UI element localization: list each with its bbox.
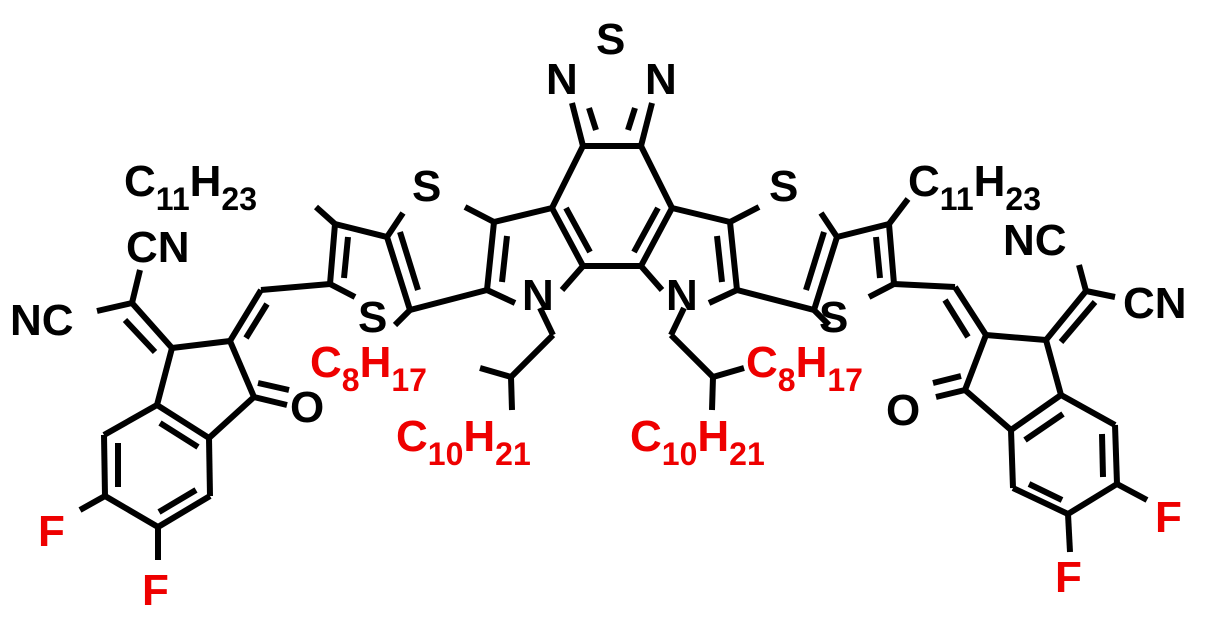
carbon-count: 11 <box>156 181 190 217</box>
hydrogen-count: 21 <box>495 436 531 472</box>
cyano-label-top-left: CN <box>126 223 190 272</box>
fluorine-right-1: F <box>1155 493 1182 542</box>
sulfur-outer-left: S <box>358 293 387 342</box>
hydrogen-symbol: H <box>974 157 1006 206</box>
carbonyl-oxygen-right: O <box>886 386 920 435</box>
hydrogen-symbol: H <box>190 157 222 206</box>
fluorine-left-2: F <box>142 566 169 615</box>
carbon-symbol: C <box>396 412 428 461</box>
sulfur-inner-right: S <box>769 162 798 211</box>
svg-text:C8H17: C8H17 <box>746 338 863 398</box>
pyrrole-nitrogen-right: N <box>666 271 698 320</box>
carbon-symbol: C <box>124 157 156 206</box>
thiadiazole-nitrogen-left: N <box>546 55 578 104</box>
pyrrole-nitrogen-left: N <box>522 271 554 320</box>
hydrogen-count: 23 <box>1005 181 1041 217</box>
carbon-symbol: C <box>908 157 940 206</box>
carbon-count: 10 <box>662 436 698 472</box>
carbonyl-oxygen-left: O <box>290 383 324 432</box>
carbon-count: 11 <box>940 181 974 217</box>
svg-text:C11H23: C11H23 <box>908 157 1041 217</box>
fluorine-right-2: F <box>1055 553 1082 602</box>
cyano-label-side-left: NC <box>10 296 74 345</box>
carbon-count: 10 <box>428 436 464 472</box>
sulfur-inner-left: S <box>412 162 441 211</box>
cyano-label-side-right: CN <box>1123 279 1187 328</box>
hydrogen-count: 23 <box>221 181 257 217</box>
alkyl-c8h17-right: C8H17 <box>746 338 863 398</box>
hydrogen-symbol: H <box>796 338 828 387</box>
thiadiazole-labels: S N N <box>546 15 677 104</box>
svg-text:C8H17: C8H17 <box>310 338 427 398</box>
hydrogen-symbol: H <box>463 412 495 461</box>
alkyl-c8h17-left: C8H17 <box>310 338 427 398</box>
hydrogen-count: 17 <box>827 362 863 398</box>
carbon-symbol: C <box>630 412 662 461</box>
carbon-symbol: C <box>746 338 778 387</box>
end-group-left: CN NC O F F <box>10 223 324 615</box>
hydrogen-count: 21 <box>729 436 765 472</box>
thiadiazole-sulfur: S <box>596 15 625 64</box>
thiadiazole-nitrogen-right: N <box>645 55 677 104</box>
hydrogen-symbol: H <box>360 338 392 387</box>
hydrogen-count: 17 <box>391 362 427 398</box>
carbon-symbol: C <box>310 338 342 387</box>
end-group-right: NC CN O F F <box>886 216 1187 602</box>
fluorine-left-1: F <box>38 507 65 556</box>
sulfur-outer-right: S <box>819 293 848 342</box>
alkyl-c11h23-right: C11H23 <box>908 157 1041 217</box>
svg-text:C10H21: C10H21 <box>630 412 765 472</box>
svg-text:C11H23: C11H23 <box>124 157 257 217</box>
ring-heteroatom-labels: S S S S N N <box>358 162 848 342</box>
cyano-label-top-right: NC <box>1003 216 1067 265</box>
alkyl-c10h21-left: C10H21 <box>396 412 531 472</box>
svg-text:C10H21: C10H21 <box>396 412 531 472</box>
carbon-count: 8 <box>342 362 360 398</box>
hydrogen-symbol: H <box>697 412 729 461</box>
carbon-count: 8 <box>778 362 796 398</box>
alkyl-c10h21-right: C10H21 <box>630 412 765 472</box>
alkyl-c11h23-left: C11H23 <box>124 157 257 217</box>
bond-skeleton <box>78 102 1149 560</box>
